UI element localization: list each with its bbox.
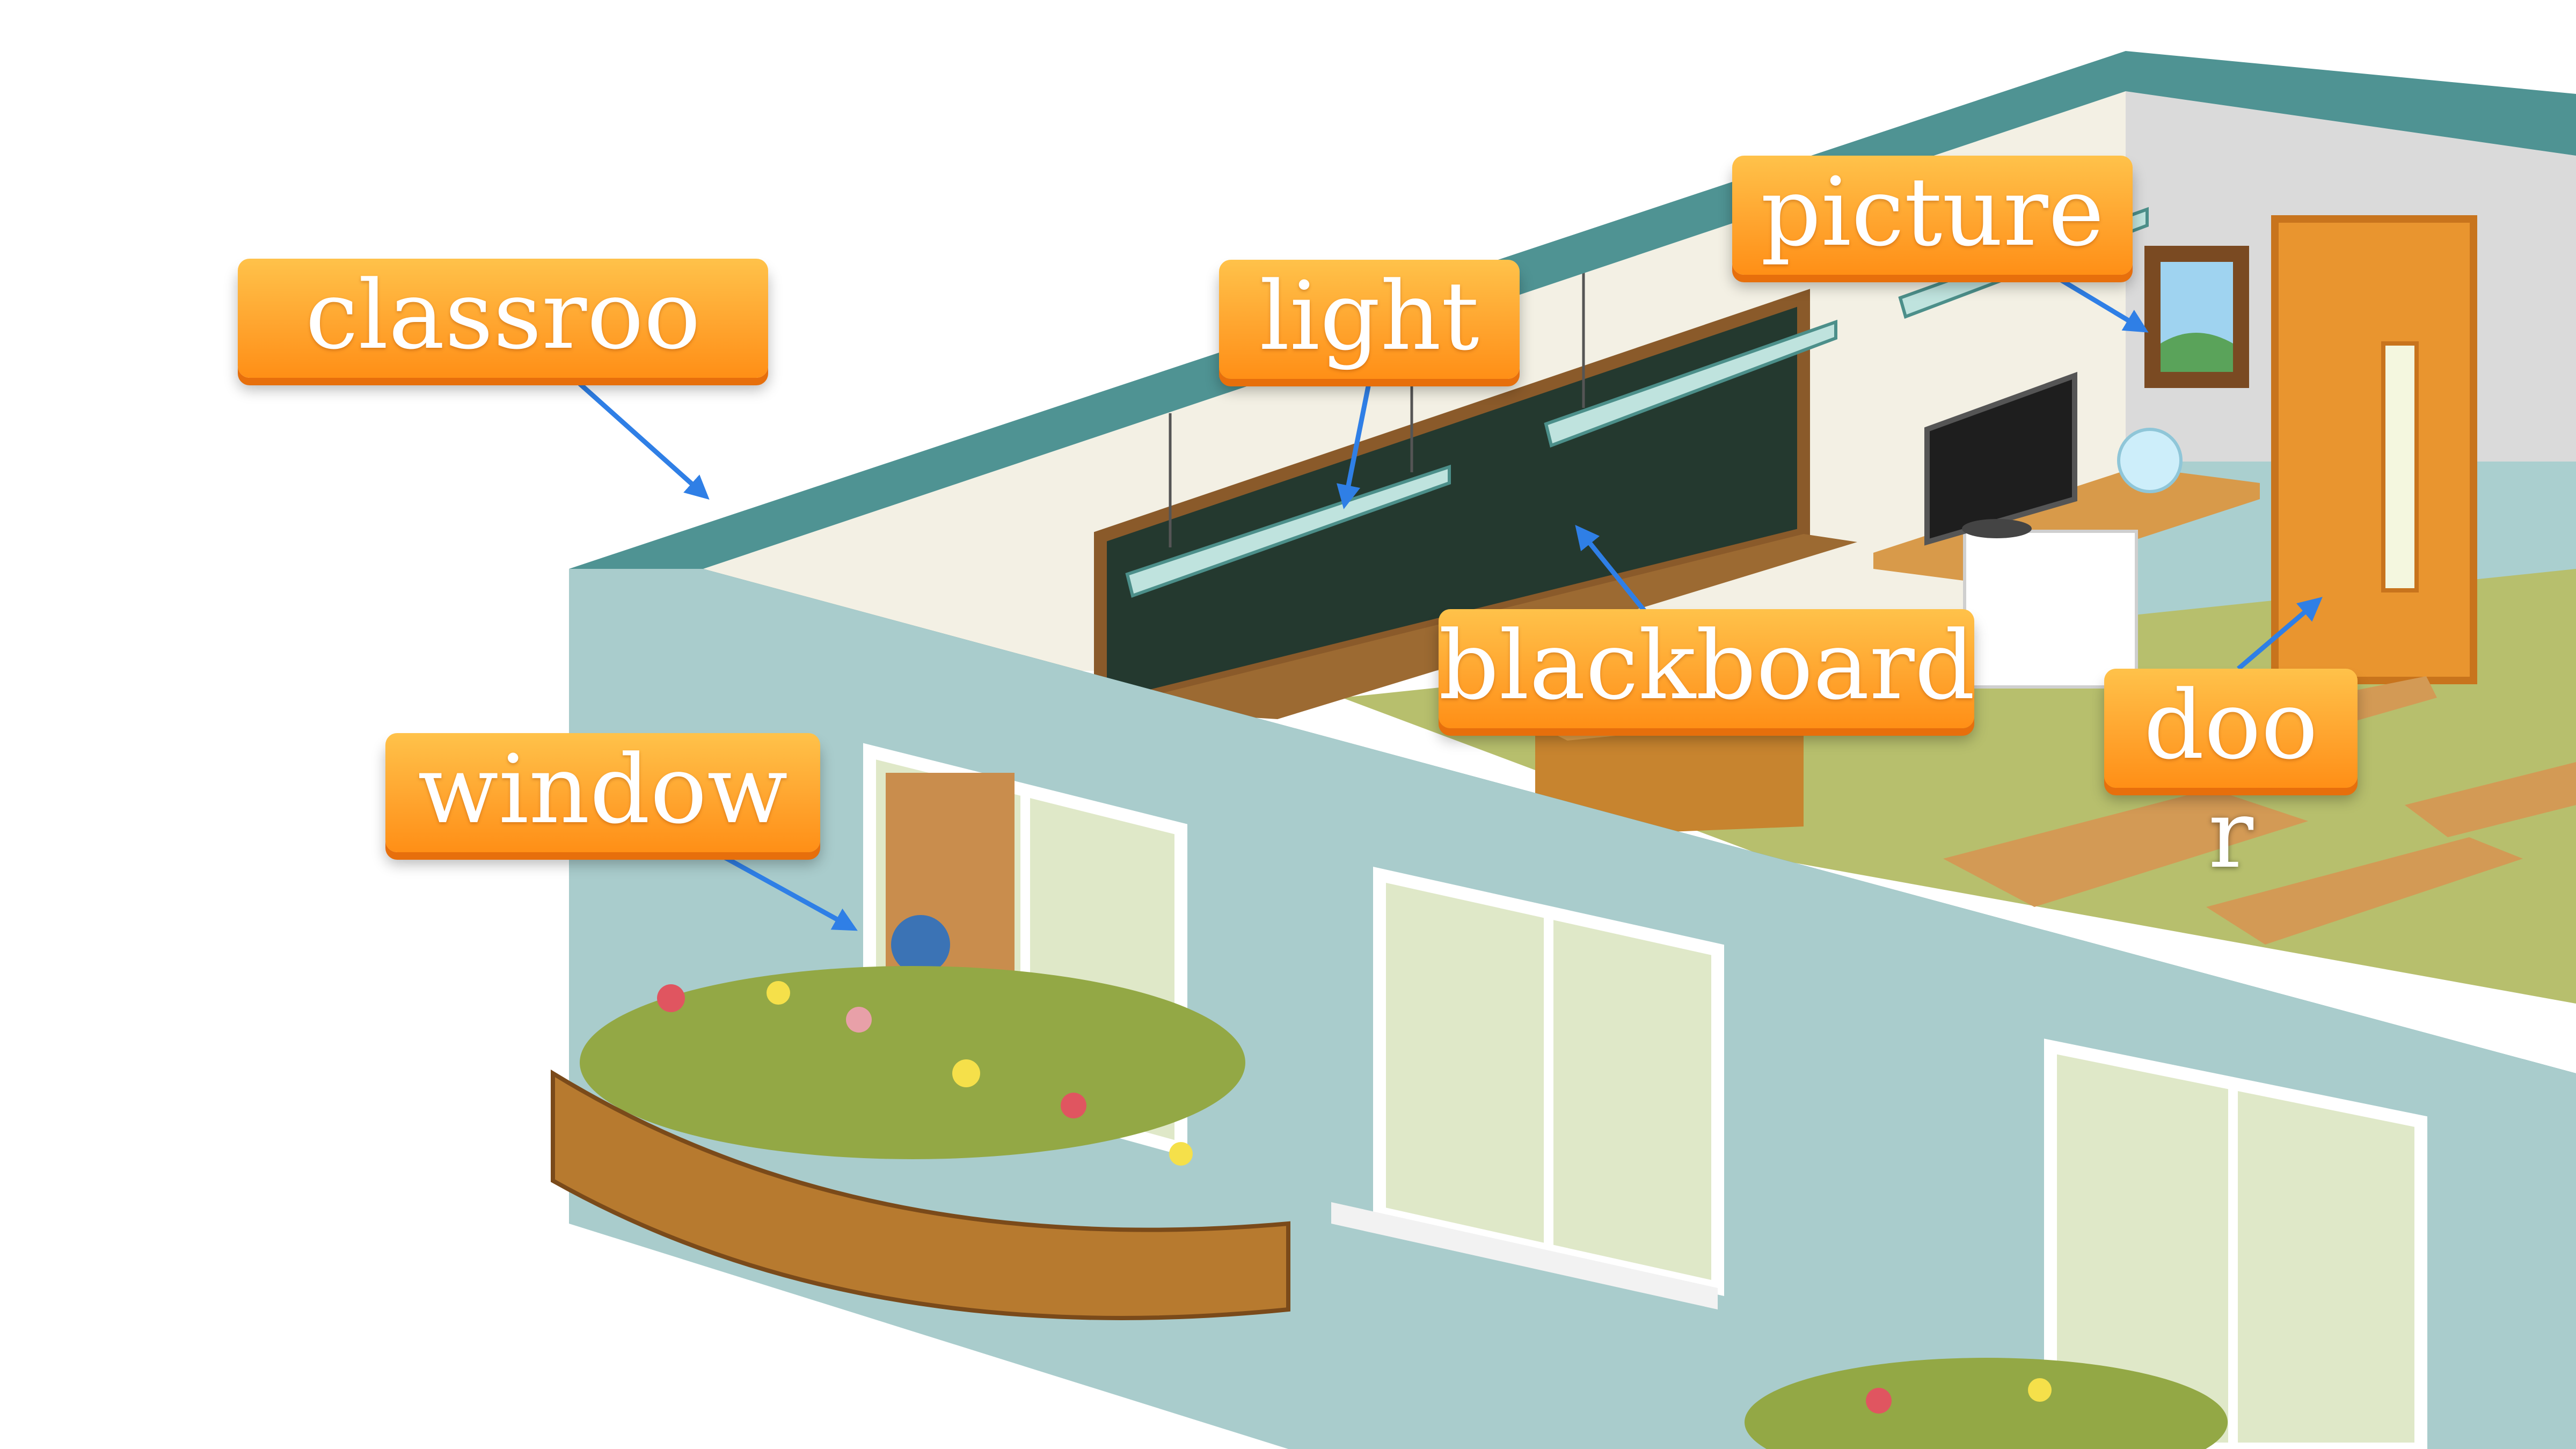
arrow-door: [2237, 597, 2323, 671]
television: [1924, 371, 2077, 546]
label-blackboard: blackboard: [1439, 609, 1975, 728]
label-light-text: light: [1259, 261, 1479, 371]
arrow-picture: [2049, 272, 2149, 333]
arrow-blackboard: [1575, 524, 1647, 613]
label-light: light: [1219, 260, 1520, 379]
label-window-text: window: [418, 735, 788, 845]
pointer-arrows: [578, 272, 2323, 931]
fish-bowl: [2117, 428, 2183, 493]
label-door: doo r: [2104, 669, 2358, 882]
label-classroom: classroo: [238, 259, 768, 378]
label-door-text-line2: r: [2208, 779, 2254, 889]
label-picture: picture: [1732, 156, 2133, 275]
roof-rim: [569, 51, 2576, 569]
arrow-window: [718, 852, 858, 931]
flower-bed: [551, 966, 2228, 1449]
arrow-light: [1336, 383, 1371, 509]
label-picture-text: picture: [1761, 157, 2104, 267]
label-classroom-text: classroo: [305, 260, 701, 370]
arrow-classroom: [578, 382, 710, 500]
label-door-text-line1: doo: [2143, 670, 2318, 780]
label-window: window: [385, 733, 820, 852]
label-blackboard-text: blackboard: [1439, 611, 1975, 721]
